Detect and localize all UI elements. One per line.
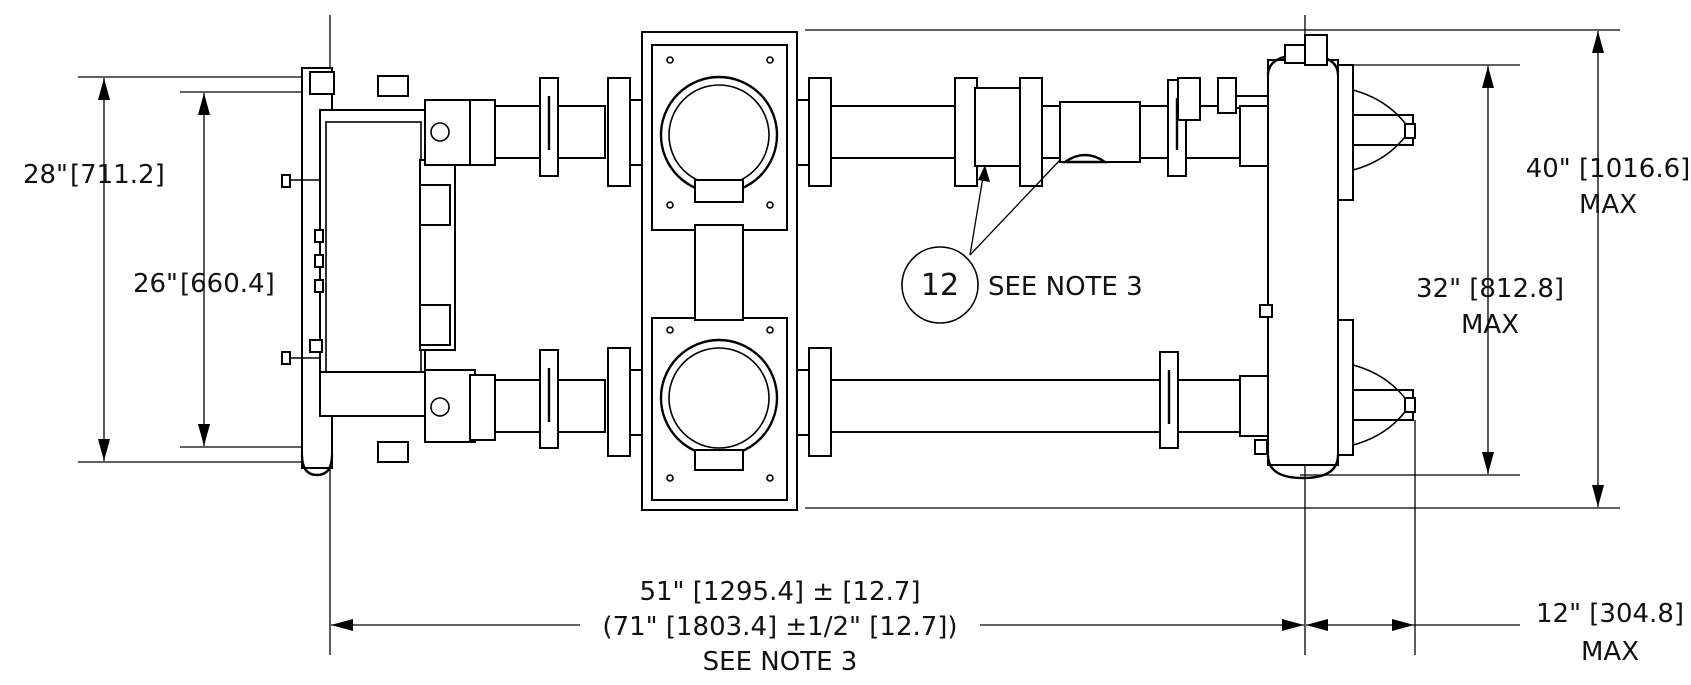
right-outer-line2: MAX: [1579, 190, 1637, 220]
top-pipe-left: [424, 77, 643, 187]
callout-bubble: [901, 246, 979, 324]
dimension-bottom-right: [1306, 619, 1520, 631]
bottom-length-line3: SEE NOTE 3: [703, 647, 858, 677]
bottom-length-line1: 51" [1295.4] ± [12.7]: [639, 577, 920, 607]
callout-number: 12: [921, 268, 959, 303]
dimension-left-outer: [98, 78, 110, 461]
left-inner-inch: 26": [133, 269, 178, 299]
right-inner-line2: MAX: [1461, 310, 1519, 340]
dimension-left-inner: [198, 93, 210, 446]
dimension-right-outer: [1592, 31, 1604, 507]
center-frame: [641, 31, 798, 511]
right-inner-line1: 32" [812.8]: [1416, 274, 1564, 304]
callout-leaders: [969, 159, 1061, 256]
top-pipe-right: [796, 77, 1272, 187]
bottom-pipe: [319, 347, 1271, 457]
bottom-right-line2: MAX: [1581, 637, 1639, 667]
left-outer-inch: 28": [23, 160, 68, 190]
left-inner-mm: [660.4]: [180, 269, 275, 299]
dimension-bottom-length: [331, 619, 1304, 631]
right-outer-line1: 40" [1016.6]: [1526, 154, 1691, 184]
bottom-right-line1: 12" [304.8]: [1536, 599, 1684, 629]
left-outer-mm: [711.2]: [70, 160, 165, 190]
bottom-length-line2: (71" [1803.4] ±1/2" [12.7]): [602, 612, 957, 642]
right-manifold: [1254, 34, 1416, 480]
dimension-right-inner: [1482, 66, 1494, 474]
callout-note: SEE NOTE 3: [988, 272, 1143, 302]
